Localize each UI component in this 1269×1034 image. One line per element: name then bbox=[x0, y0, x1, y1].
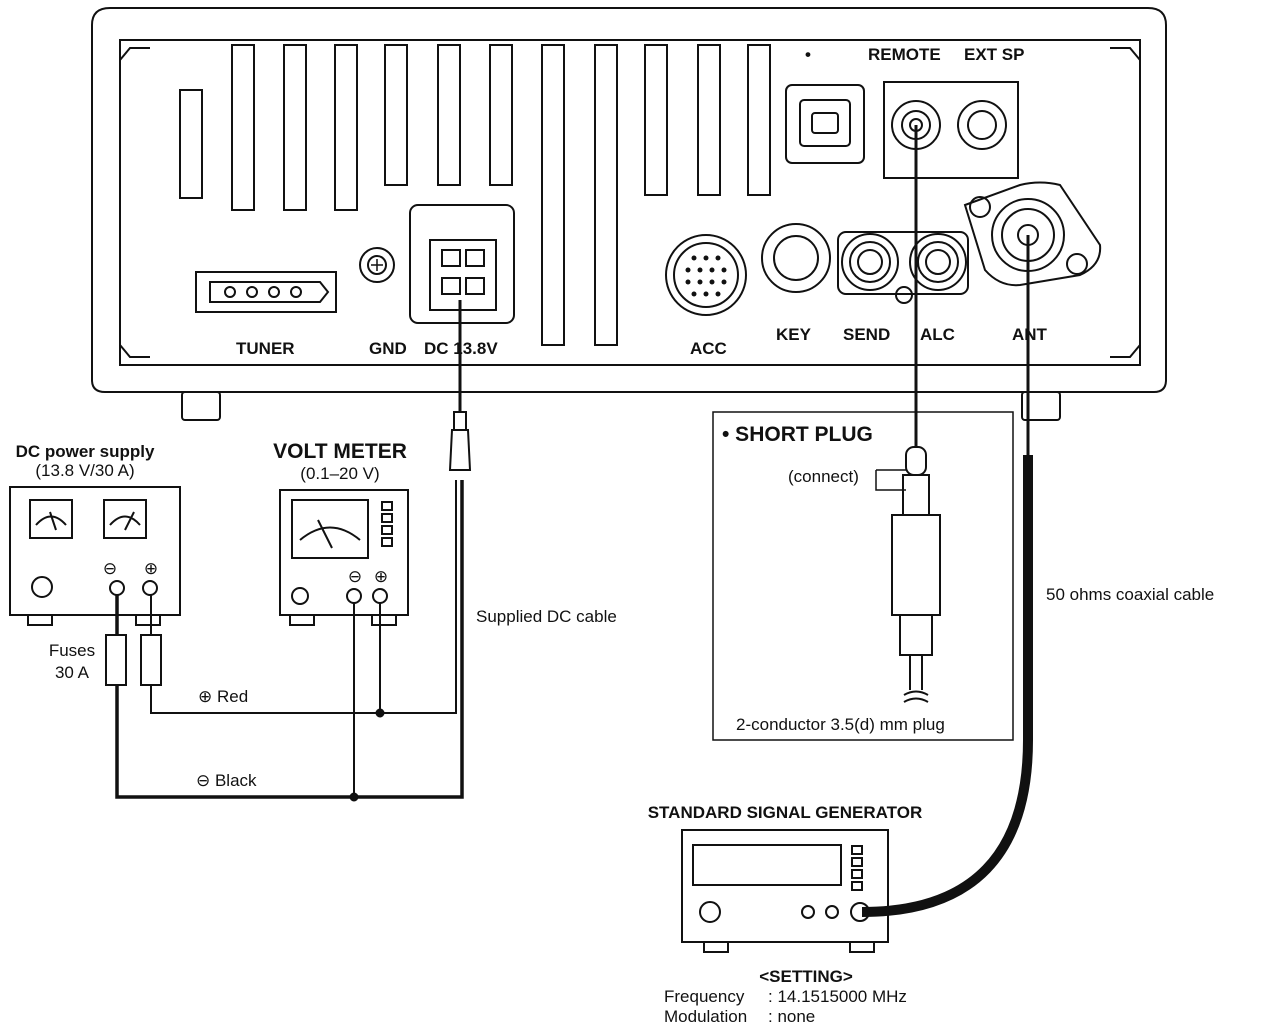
send-alc-jacks bbox=[837, 231, 969, 304]
frequency-value: : 14.1515000 MHz bbox=[768, 987, 907, 1006]
setting-title: <SETTING> bbox=[759, 967, 853, 986]
modulation-value: : none bbox=[768, 1007, 815, 1026]
short-plug-box: • SHORT PLUG (connect) 2-conductor 3.5(d… bbox=[712, 411, 1014, 741]
short-plug-connect-label: (connect) bbox=[788, 467, 859, 486]
power-supply-title: DC power supply bbox=[16, 442, 155, 461]
vm-minus-symbol: ⊖ bbox=[348, 567, 362, 586]
dc-power-supply: DC power supply (13.8 V/30 A) ⊖ ⊕ Fuses … bbox=[9, 442, 181, 682]
panel-connectors bbox=[195, 81, 1102, 324]
remote-label: REMOTE bbox=[868, 45, 941, 64]
acc-connector bbox=[665, 234, 747, 316]
volt-meter-title: VOLT METER bbox=[273, 440, 407, 463]
ant-label: ANT bbox=[1012, 325, 1048, 344]
red-wire-label: ⊕ Red bbox=[198, 687, 248, 706]
volt-meter: VOLT METER (0.1–20 V) ⊖ ⊕ bbox=[273, 440, 409, 626]
black-wire-label: ⊖ Black bbox=[196, 771, 257, 790]
key-jack bbox=[761, 223, 831, 293]
short-plug-caption: 2-conductor 3.5(d) mm plug bbox=[736, 715, 945, 734]
tuner-label: TUNER bbox=[236, 339, 295, 358]
modulation-label: Modulation bbox=[664, 1007, 747, 1026]
fuses-label-line2: 30 A bbox=[55, 663, 90, 682]
ext-sp-label: EXT SP bbox=[964, 45, 1024, 64]
dc-socket bbox=[409, 204, 515, 324]
tuner-connector bbox=[195, 271, 337, 313]
acc-label: ACC bbox=[690, 339, 727, 358]
fuses-label-line1: Fuses bbox=[49, 641, 95, 660]
power-supply-rating: (13.8 V/30 A) bbox=[35, 461, 134, 480]
ant-connector bbox=[963, 181, 1102, 287]
transceiver-rear-panel bbox=[91, 7, 1167, 421]
usb-label: • bbox=[805, 45, 811, 64]
key-label: KEY bbox=[776, 325, 812, 344]
vm-plus-symbol: ⊕ bbox=[374, 567, 388, 586]
psu-plus-symbol: ⊕ bbox=[144, 559, 158, 578]
wiring bbox=[105, 125, 1033, 917]
dc-cable-label: Supplied DC cable bbox=[476, 607, 617, 626]
usb-port bbox=[785, 84, 865, 164]
send-label: SEND bbox=[843, 325, 890, 344]
gnd-terminal bbox=[359, 247, 395, 283]
panel-labels: • REMOTE EXT SP TUNER GND DC 13.8V ACC K… bbox=[236, 45, 1048, 358]
frequency-label: Frequency bbox=[664, 987, 745, 1006]
volt-meter-range: (0.1–20 V) bbox=[300, 464, 379, 483]
psu-minus-symbol: ⊖ bbox=[103, 559, 117, 578]
gnd-label: GND bbox=[369, 339, 407, 358]
heatsink-fins bbox=[179, 44, 771, 346]
short-plug-title: • SHORT PLUG bbox=[722, 423, 873, 446]
alc-label: ALC bbox=[920, 325, 955, 344]
ssg-title: STANDARD SIGNAL GENERATOR bbox=[648, 803, 923, 822]
coax-cable-label: 50 ohms coaxial cable bbox=[1046, 585, 1214, 604]
standard-signal-generator: STANDARD SIGNAL GENERATOR <SETTING> Freq… bbox=[648, 803, 923, 1026]
remote-extsp-jacks bbox=[883, 81, 1019, 179]
